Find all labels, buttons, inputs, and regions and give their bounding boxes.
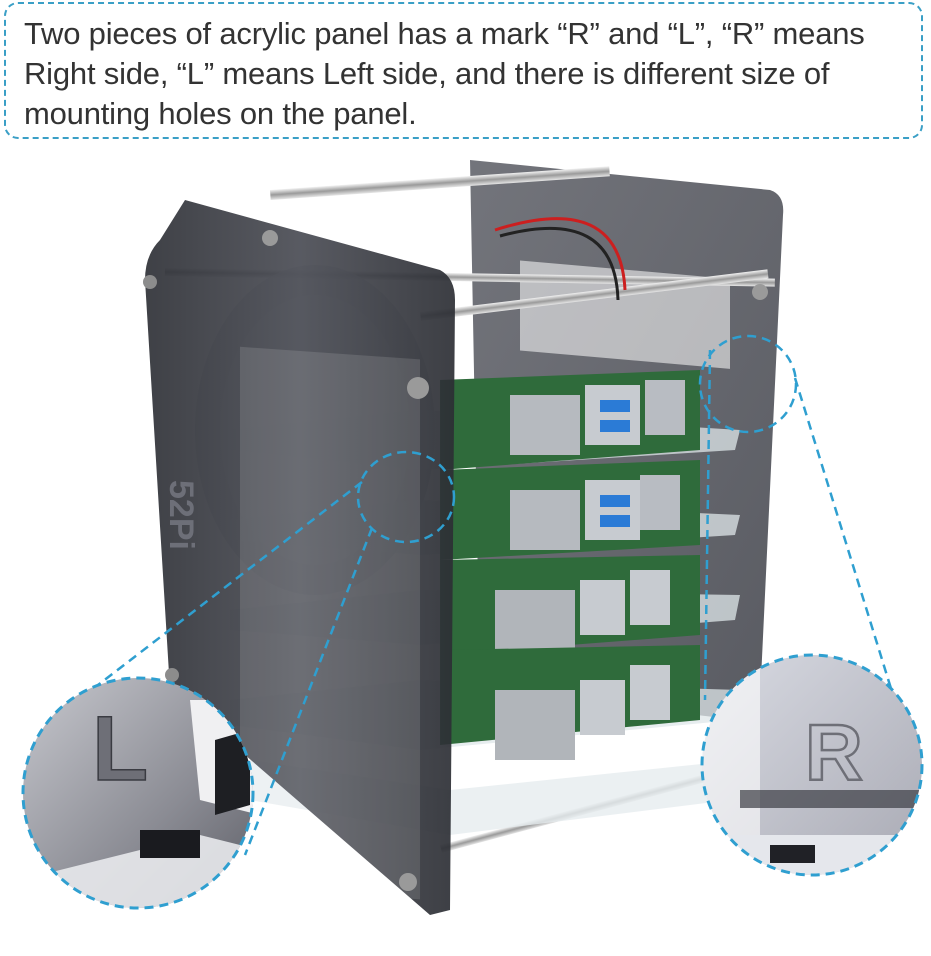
svg-text:R: R — [805, 708, 863, 797]
r-mark: R — [804, 707, 864, 799]
svg-text:L: L — [92, 698, 148, 800]
caption-callout: Two pieces of acrylic panel has a mark “… — [4, 2, 923, 139]
l-mark: L — [91, 697, 149, 801]
front-acrylic-panel: 52Pi — [143, 200, 768, 915]
svg-text:52Pi: 52Pi — [162, 480, 200, 550]
caption-text: Two pieces of acrylic panel has a mark “… — [24, 16, 865, 131]
product-photo: 52Pi L — [0, 140, 931, 956]
right-panel-zoom-inset: R — [700, 653, 924, 877]
zoom-connector-lines — [84, 334, 912, 856]
